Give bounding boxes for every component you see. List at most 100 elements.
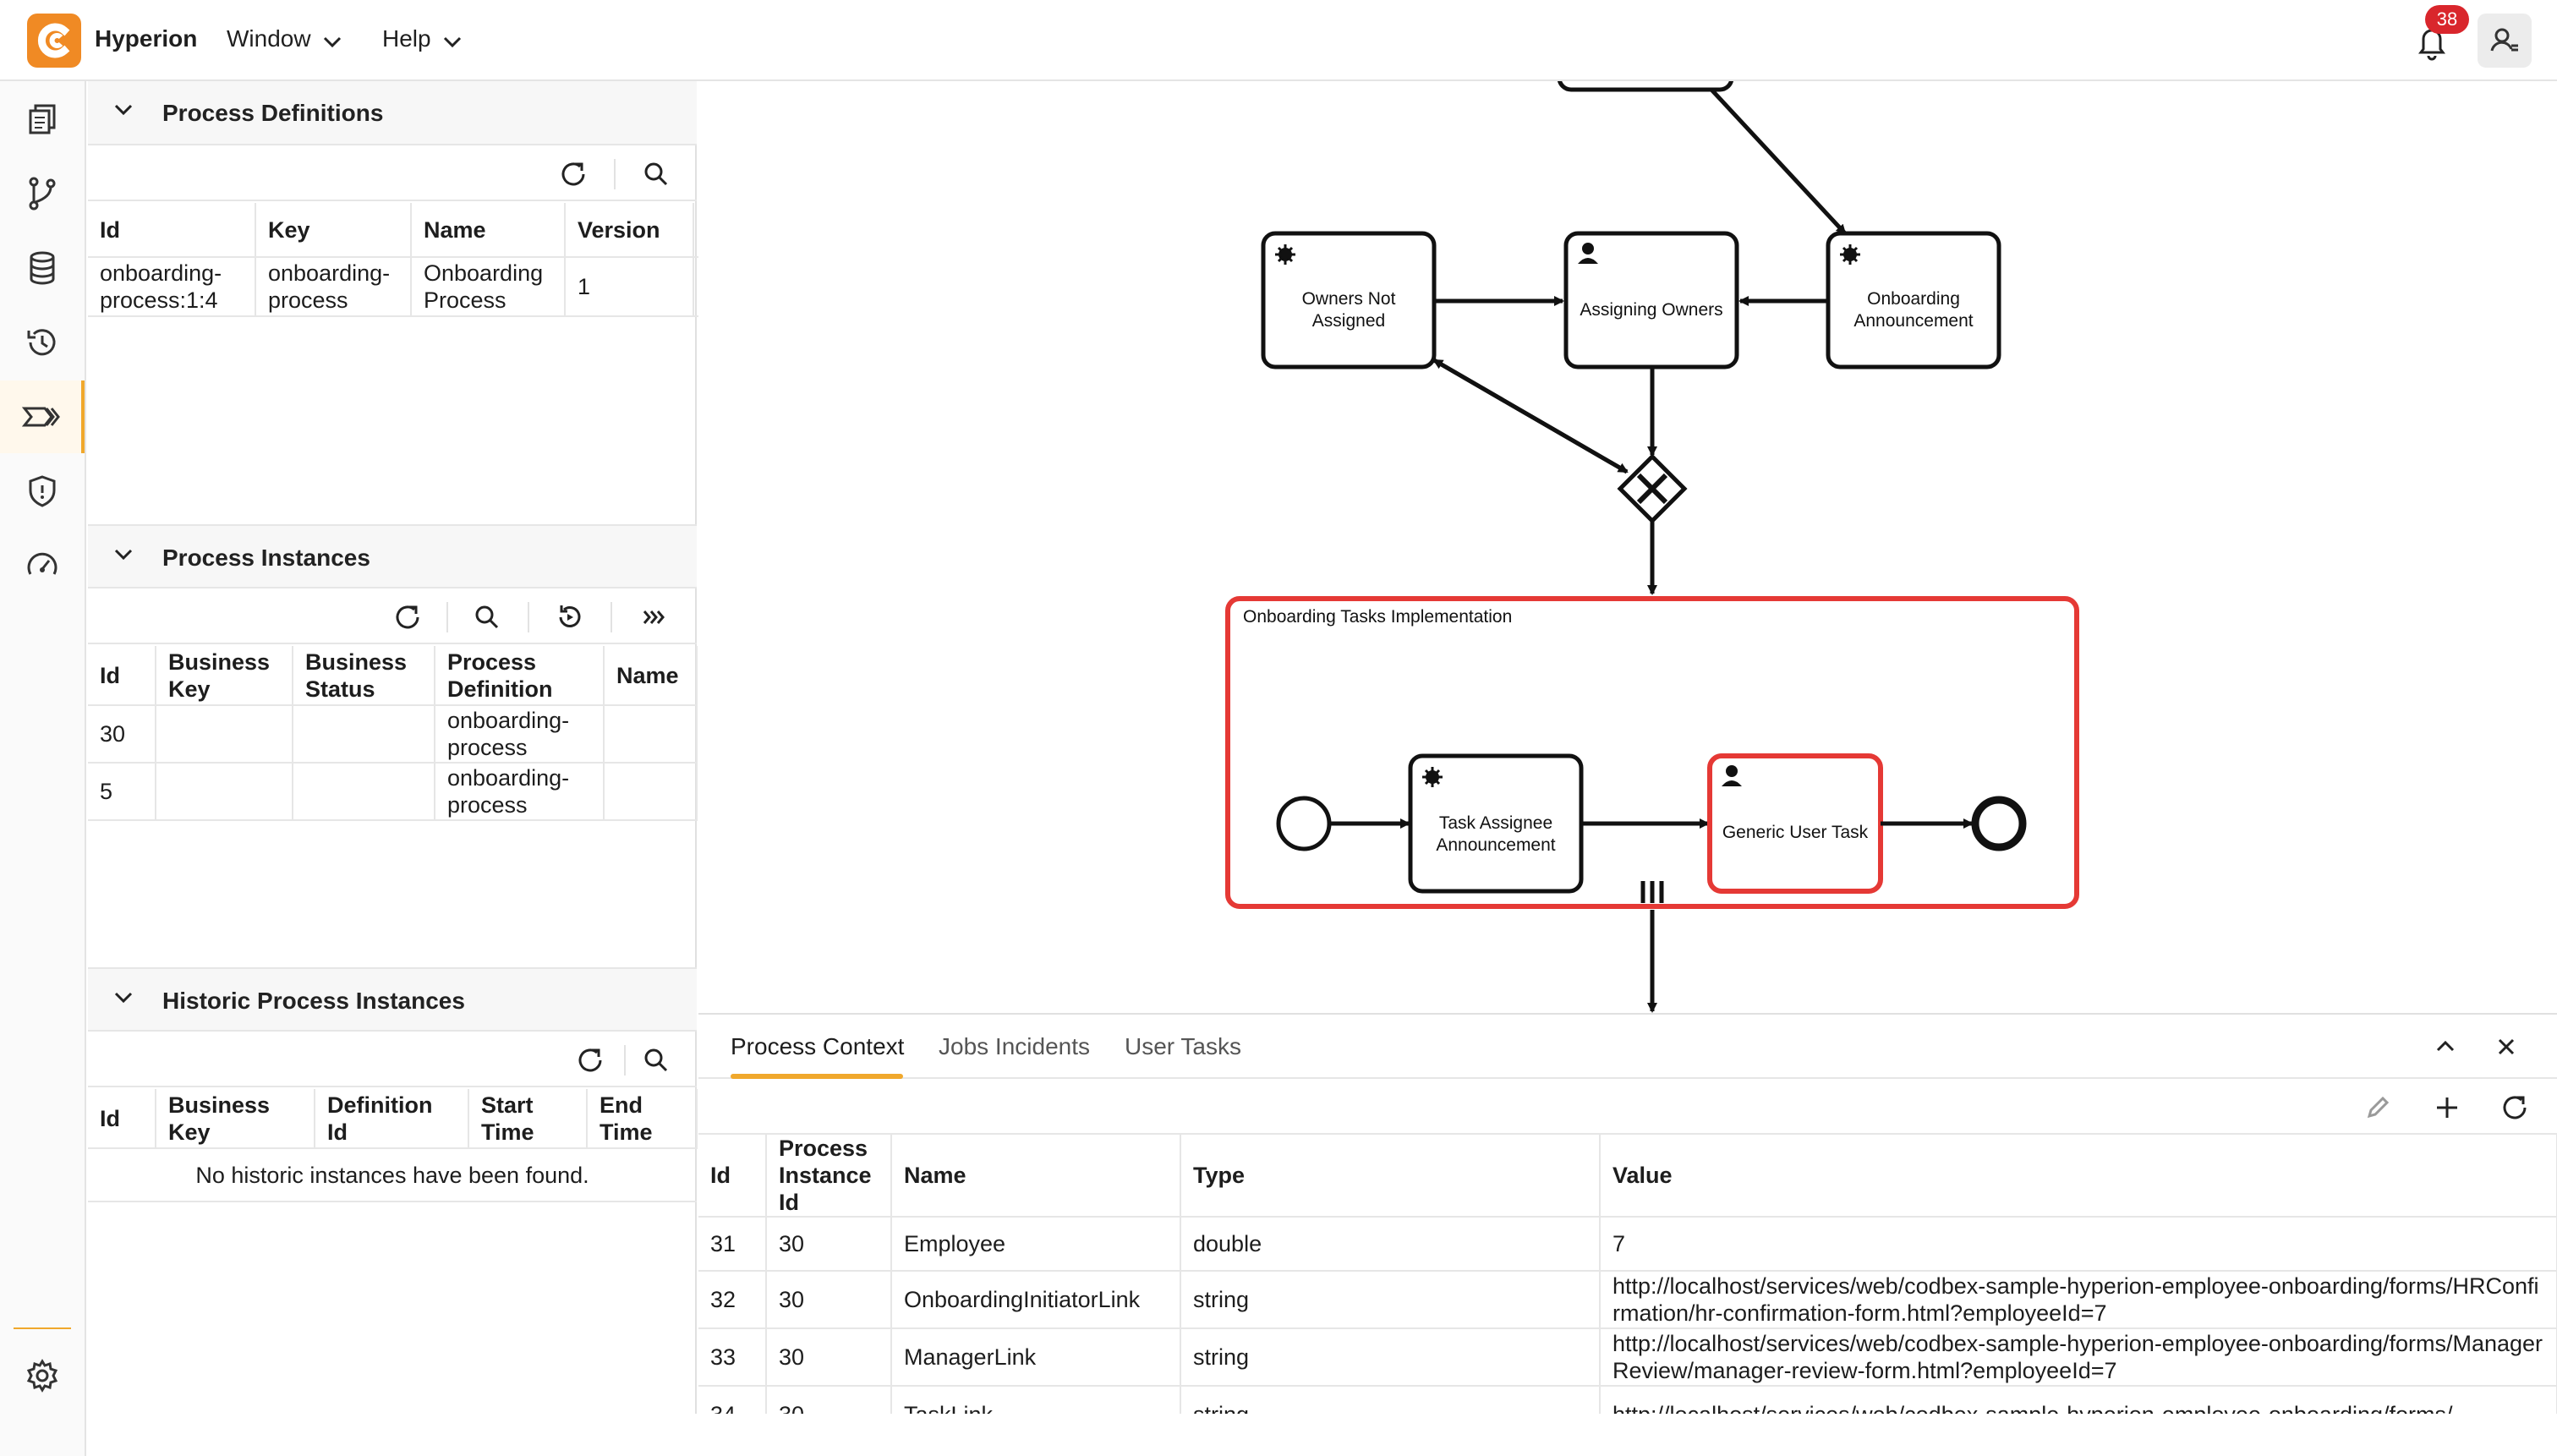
column-header[interactable]: Process Definition — [435, 646, 605, 706]
window-menu[interactable]: Window — [227, 25, 342, 54]
partial-task-shape[interactable] — [1557, 81, 1734, 92]
process-context-table: Id Process Instance Id Name Type Value 3… — [698, 1135, 2557, 1414]
sequence-flow[interactable] — [1432, 358, 1629, 474]
process-instances-header[interactable]: Process Instances — [88, 524, 697, 588]
task-owners-not-assigned[interactable]: Owners Not Assigned — [1261, 231, 1437, 369]
chevron-down-icon[interactable] — [113, 991, 134, 1009]
gauge-icon — [27, 552, 57, 575]
refresh-button[interactable] — [386, 595, 430, 639]
app-logo[interactable] — [27, 14, 81, 68]
table-cell: http://localhost/services/web/codbex-sam… — [1600, 1328, 2557, 1387]
table-cell: onboarding-process — [435, 763, 605, 821]
column-header[interactable]: Name — [891, 1135, 1181, 1218]
tab-user-tasks[interactable]: User Tasks — [1125, 1033, 1241, 1059]
start-event[interactable] — [1276, 796, 1332, 851]
table-row[interactable]: 34 30 TaskLink string http://localhost/s… — [698, 1386, 2557, 1414]
shield-icon — [29, 475, 56, 507]
chevrons-right-icon — [643, 610, 665, 624]
refresh-button[interactable] — [2493, 1086, 2537, 1130]
table-cell: 1 — [565, 257, 694, 317]
rail-monitoring[interactable] — [0, 529, 85, 602]
table-row[interactable]: 5 onboarding-process — [88, 763, 698, 821]
table-cell: 33 — [698, 1328, 767, 1387]
search-button[interactable] — [465, 595, 509, 639]
rail-processes[interactable] — [0, 380, 85, 453]
search-button[interactable] — [634, 152, 678, 196]
edit-button[interactable] — [2356, 1086, 2400, 1130]
table-cell: 30 — [766, 1386, 892, 1414]
column-header[interactable]: Business Key — [156, 1089, 315, 1149]
refresh-button[interactable] — [568, 1038, 612, 1082]
table-row[interactable]: 31 30 Employee double 7 — [698, 1217, 2557, 1272]
tab-jobs-incidents[interactable]: Jobs Incidents — [939, 1033, 1090, 1059]
add-button[interactable] — [2425, 1086, 2469, 1130]
table-cell: Onboarding Process — [411, 257, 566, 317]
column-header[interactable]: Version — [565, 203, 694, 258]
table-row[interactable]: 33 30 ManagerLink string http://localhos… — [698, 1328, 2557, 1387]
rail-documents[interactable] — [0, 83, 85, 156]
chevron-down-icon[interactable] — [113, 548, 134, 566]
column-header[interactable]: Value — [1600, 1135, 2557, 1218]
table-cell: onboarding-process — [255, 257, 412, 317]
table-cell: 30 — [766, 1271, 892, 1329]
column-header[interactable]: Business Key — [156, 646, 293, 706]
column-header[interactable]: Id — [88, 1089, 156, 1149]
chevron-down-icon[interactable] — [113, 103, 134, 121]
column-header[interactable]: Start Time — [468, 1089, 588, 1149]
table-cell: double — [1180, 1217, 1601, 1272]
more-button[interactable] — [632, 595, 676, 639]
reset-icon — [559, 605, 581, 627]
table-cell: onboarding-process — [435, 705, 605, 764]
rail-security[interactable] — [0, 455, 85, 528]
column-header[interactable]: Id — [88, 203, 256, 258]
table-cell: string — [1180, 1271, 1601, 1329]
rail-git[interactable] — [0, 157, 85, 230]
rail-history[interactable] — [0, 306, 85, 379]
refresh-button[interactable] — [551, 152, 595, 196]
column-header[interactable]: End Time — [587, 1089, 698, 1149]
table-cell: onboarding-process:1:4 — [88, 257, 256, 317]
task-onboarding-announcement[interactable]: Onboarding Announcement — [1826, 231, 2001, 369]
search-button[interactable] — [634, 1038, 678, 1082]
column-header[interactable]: Name — [604, 646, 698, 706]
column-header[interactable]: Key — [255, 203, 412, 258]
task-label: Task Assignee — [1439, 813, 1552, 833]
rail-database[interactable] — [0, 232, 85, 304]
column-header[interactable]: Definition Id — [315, 1089, 469, 1149]
service-task-gear-icon — [1275, 244, 1295, 265]
task-label: Announcement — [1853, 311, 1973, 331]
historic-instances-header[interactable]: Historic Process Instances — [88, 967, 697, 1032]
sequence-flow[interactable] — [1710, 88, 1847, 235]
bpmn-diagram-canvas[interactable]: Owners Not Assigned Assigning Owners Onb… — [698, 81, 2557, 1013]
end-event[interactable] — [1971, 796, 2027, 851]
column-header[interactable]: Name — [411, 203, 566, 258]
process-details-panel: Process Context Jobs Incidents User Task… — [698, 1013, 2557, 1414]
task-generic-user-task[interactable]: Generic User Task — [1707, 753, 1883, 894]
refresh-icon — [396, 605, 419, 629]
table-cell: TaskLink — [891, 1386, 1181, 1414]
help-menu-label: Help — [382, 25, 431, 52]
subprocess-onboarding-tasks[interactable]: Onboarding Tasks Implementation — [1225, 596, 2079, 909]
rail-settings[interactable] — [0, 1339, 85, 1412]
task-task-assignee-announcement[interactable]: Task Assignee Announcement — [1408, 753, 1584, 894]
help-menu[interactable]: Help — [382, 25, 462, 54]
maximize-panel-button[interactable] — [2423, 1025, 2467, 1069]
reset-button[interactable] — [548, 595, 592, 639]
exclusive-gateway[interactable] — [1617, 453, 1688, 524]
user-menu-button[interactable] — [2478, 14, 2532, 68]
column-header[interactable]: Id — [88, 646, 156, 706]
table-row[interactable]: 32 30 OnboardingInitiatorLink string htt… — [698, 1271, 2557, 1329]
task-label: Assigning Owners — [1580, 300, 1722, 320]
close-panel-button[interactable] — [2484, 1025, 2528, 1069]
tab-process-context[interactable]: Process Context — [731, 1033, 905, 1059]
column-header[interactable]: Business Status — [293, 646, 435, 706]
task-assigning-owners[interactable]: Assigning Owners — [1563, 231, 1739, 369]
left-navigation-rail — [0, 81, 86, 1456]
column-header[interactable]: Id — [698, 1135, 767, 1218]
table-row[interactable]: 30 onboarding-process — [88, 705, 698, 764]
column-header[interactable]: Process Instance Id — [766, 1135, 892, 1218]
column-header[interactable]: Type — [1180, 1135, 1601, 1218]
table-row[interactable]: onboarding-process:1:4 onboarding-proces… — [88, 257, 731, 317]
process-definitions-header[interactable]: Process Definitions — [88, 81, 697, 145]
table-cell: ManagerLink — [891, 1328, 1181, 1387]
